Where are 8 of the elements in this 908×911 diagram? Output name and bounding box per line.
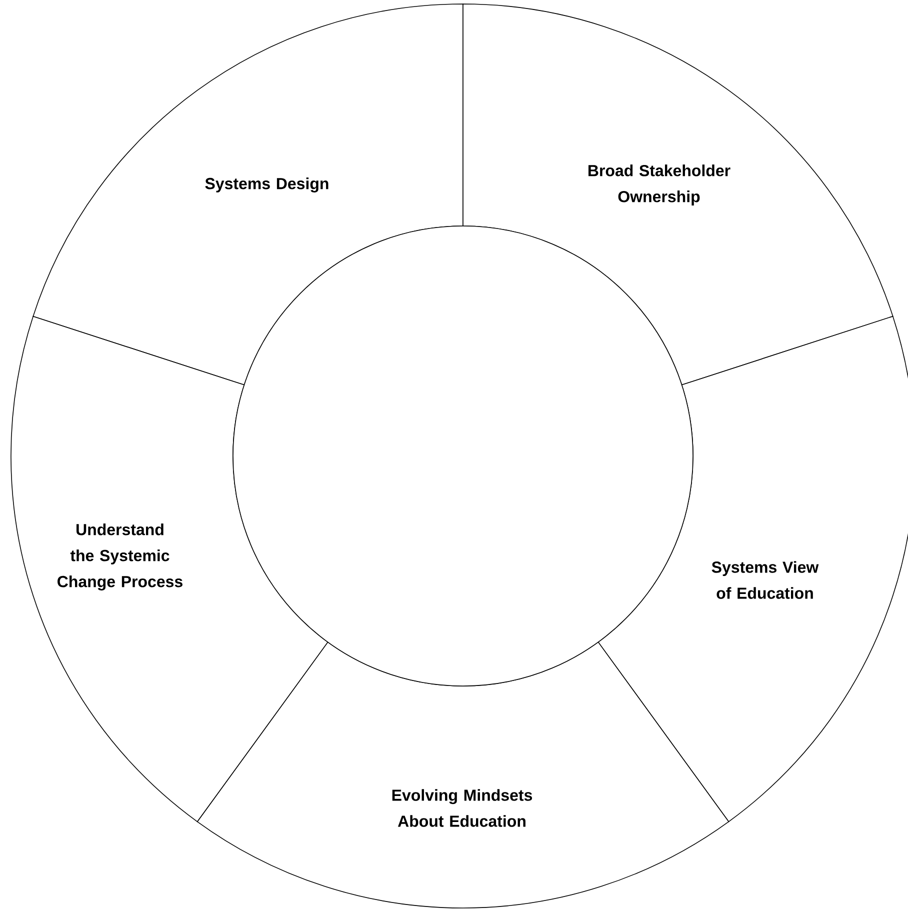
ring-segment: Understand the Systemic Change Process: [10, 316, 328, 822]
ring-segment: Systems View of Education: [598, 316, 908, 822]
node-label: Systems View of Education: [712, 561, 819, 599]
ring-segment: Evolving Mindsets About Education: [196, 642, 730, 908]
inner-circle: [232, 226, 694, 686]
node-label: Evolving Mindsets About Education: [392, 789, 532, 827]
ring-segment: Broad Stakeholder Ownership: [462, 4, 894, 386]
ring-segment: Systems Design: [32, 4, 464, 386]
